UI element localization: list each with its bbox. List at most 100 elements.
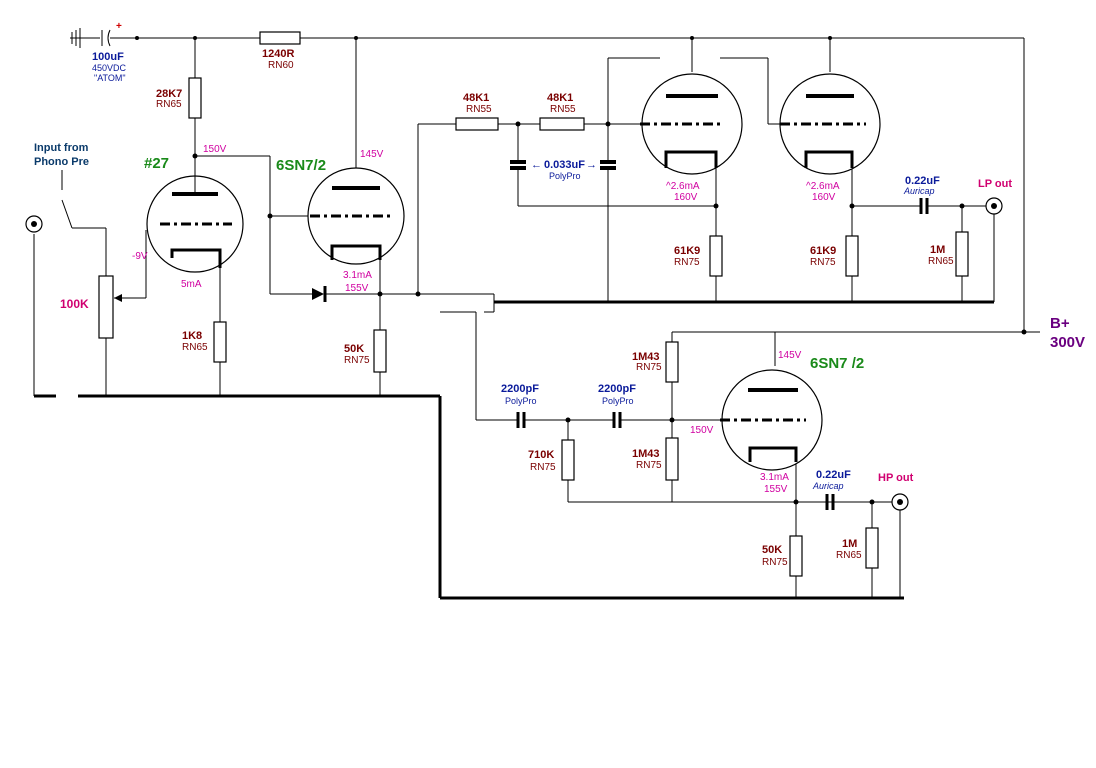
diode [312,286,327,302]
filter-r2-type: RN55 [550,104,576,115]
hp-load-res-type: RN75 [762,557,788,568]
hp-bot-res-value: 1M43 [632,448,660,460]
pot-wiper-arrow [114,294,122,302]
resistor-28k7 [188,77,202,119]
stage1-grid-voltage: -9V [132,251,148,262]
lp-right-res-value: 61K9 [810,245,836,257]
ground-buses [34,300,994,600]
follower-plate-voltage: 145V [360,149,384,160]
lp-out-res-value: 1M [930,244,945,256]
hp-shunt-res-value: 710K [528,449,554,461]
tube-6sn7-hp [720,369,823,471]
resistor-48k1-b [539,117,585,131]
input-label-line1: Input from [34,142,89,154]
tube-6sn7-lp-left [640,73,743,175]
hp-grid-voltage: 150V [690,425,714,436]
pot-value: 100K [60,297,89,311]
potentiometer-100k [98,275,114,339]
hp-out-cap-value: 0.22uF [816,469,851,481]
lp-out-res-type: RN65 [928,256,954,267]
hp-cap1-value: 2200pF [501,383,539,395]
tube-27-name: #27 [144,155,169,172]
hp-out-res-value: 1M [842,538,857,550]
resistor-1m-hp [865,527,879,569]
stage1-plate-voltage: 150V [203,144,227,155]
lp-out-cap-value: 0.22uF [905,175,940,187]
follower-load-res-type: RN75 [344,355,370,366]
hp-tube-name: 6SN7 /2 [810,355,864,372]
resistor-61k9-b [845,235,859,277]
dropping-res-type: RN60 [268,60,294,71]
hp-cap1-type: PolyPro [505,396,537,406]
hp-cathode-voltage: 155V [764,484,788,495]
hp-out-label: HP out [878,472,914,484]
lp-out-label: LP out [978,178,1012,190]
filter-cap-value: 0.033uF [544,159,585,171]
tube-6sn7-lp-right [779,73,881,175]
filter-r1-value: 48K1 [463,92,489,104]
follower-cathode-voltage: 155V [345,283,369,294]
resistor-1240r [259,31,301,45]
cathode-res-type: RN65 [182,342,208,353]
hp-plate-voltage: 145V [778,350,802,361]
hp-top-res-value: 1M43 [632,351,660,363]
lp-left-res-type: RN75 [674,257,700,268]
resistor-50k [373,329,387,373]
hp-cap2-type: PolyPro [602,396,634,406]
wires [33,37,1040,598]
resistor-1m-lp [955,231,969,277]
lp-left-current: ^2.6mA [666,181,700,192]
input-label-line2: Phono Pre [34,156,89,168]
resistor-1m43-bottom [665,437,679,481]
resistor-1m43-top [665,341,679,383]
resistor-710k [561,439,575,481]
resistor-50k-hp [789,535,803,577]
tube-27 [146,175,244,273]
follower-current: 3.1mA [343,270,372,281]
bplus-voltage: 300V [1050,334,1085,351]
bplus-label: B+ [1050,315,1070,332]
plate-res-type: RN65 [156,99,182,110]
filter-cap-rating: 450VDC [92,63,127,73]
filter-cap-brand: "ATOM" [94,73,126,83]
hp-out-cap-type: Auricap [812,481,844,491]
dropping-res-value: 1240R [262,48,294,60]
stage1-current: 5mA [181,279,202,290]
follower-tube-name: 6SN7/2 [276,157,326,174]
tube-6sn7-follower [307,167,405,265]
hp-top-res-type: RN75 [636,362,662,373]
lp-left-voltage: 160V [674,192,698,203]
lp-out-jack [985,197,1003,215]
plate-res-value: 28K7 [156,88,182,100]
hp-out-jack [891,493,909,511]
filter-r1-type: RN55 [466,104,492,115]
lp-right-res-type: RN75 [810,257,836,268]
filter-cap-type: PolyPro [549,171,581,181]
filter-cap-value: 100uF [92,51,124,63]
follower-load-res-value: 50K [344,343,364,355]
hp-load-res-value: 50K [762,544,782,556]
lp-out-cap-type: Auricap [903,186,935,196]
resistors [98,31,969,577]
capacitors [510,160,929,510]
lp-right-current: ^2.6mA [806,181,840,192]
hp-out-res-type: RN65 [836,550,862,561]
filter-r2-value: 48K1 [547,92,573,104]
polarity-mark: + [116,21,122,32]
input-jack [25,215,43,233]
cathode-res-value: 1K8 [182,330,202,342]
hp-shunt-res-type: RN75 [530,462,556,473]
resistor-61k9-a [709,235,723,277]
resistor-48k1-a [455,117,499,131]
lp-left-res-value: 61K9 [674,245,700,257]
filter-capacitor [70,28,139,48]
hp-cap2-value: 2200pF [598,383,636,395]
filter-arrow-right: → [586,159,597,171]
lp-right-voltage: 160V [812,192,836,203]
hp-bot-res-type: RN75 [636,460,662,471]
hp-current: 3.1mA [760,472,789,483]
junction-dots [192,36,1027,505]
resistor-1k8 [213,321,227,363]
labels: + 100uF 450VDC "ATOM" 1240R RN60 Input f… [34,21,1085,568]
